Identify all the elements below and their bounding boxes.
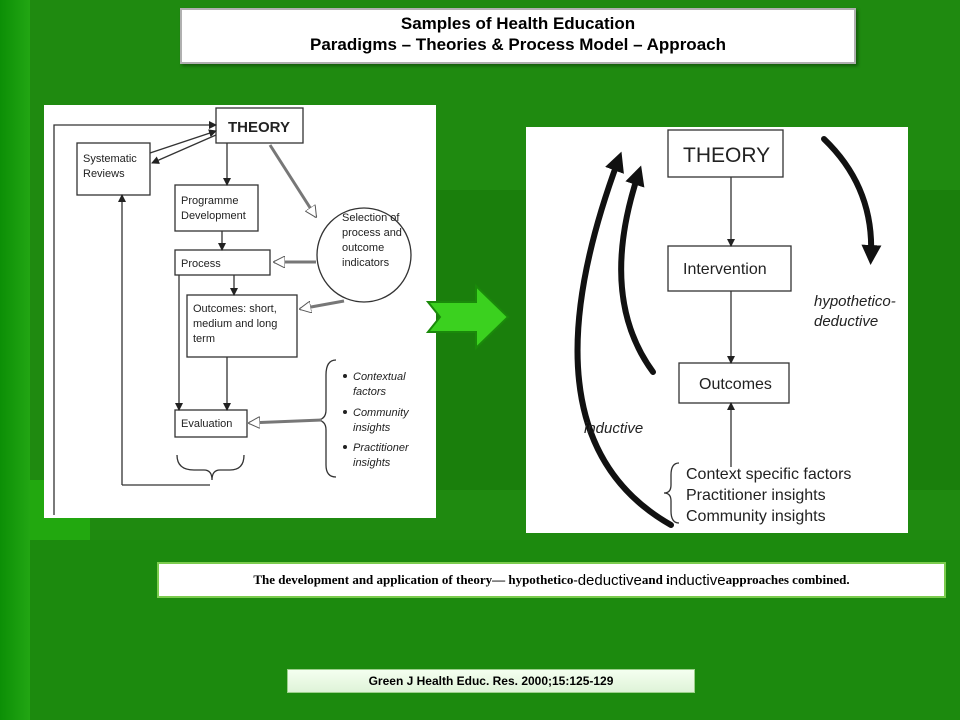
bullet-icon	[343, 374, 347, 378]
influence-label: insights	[353, 457, 391, 469]
selection-label: Selection of	[342, 212, 400, 224]
right-arrow-icon	[425, 283, 510, 351]
selection-label: outcome	[342, 242, 384, 254]
hypothetico-deductive-diagram: THEORY Intervention Outcomes hypothetico…	[526, 127, 908, 533]
slide-title: Samples of Health Education Paradigms – …	[180, 8, 856, 64]
programme-development-box	[174, 184, 259, 232]
outcomes-label: Outcomes: short,	[193, 303, 277, 315]
hypothetico-deductive-svg: THEORY Intervention Outcomes hypothetico…	[574, 129, 900, 528]
influence-label: Contextual	[353, 371, 406, 383]
title-line: Samples of Health Education	[400, 14, 636, 33]
theory-label: THEORY	[683, 144, 770, 167]
outcomes-label: term	[193, 333, 215, 345]
process-model-diagram: THEORY Systematic Reviews Programme Deve…	[44, 105, 436, 518]
outcomes-label: medium and long	[193, 318, 277, 330]
influence-label: Practitioner	[353, 442, 410, 454]
hypothetico-label: deductive	[814, 313, 878, 330]
svg-text:Systematic Reviews: Systematic Reviews	[83, 153, 140, 180]
process-label: Process	[181, 258, 221, 270]
svg-text:Selection of process and: Selection of process and outcome indicat…	[342, 212, 405, 269]
theory-label: THEORY	[228, 119, 290, 136]
outcomes-label: Outcomes	[699, 376, 772, 393]
diagram-caption: The development and application of theor…	[157, 562, 946, 598]
programme-development-label: Development	[181, 210, 246, 222]
bullet-icon	[343, 445, 347, 449]
systematic-reviews-label: Reviews	[83, 168, 125, 180]
influence-label: factors	[353, 386, 387, 398]
selection-label: process and	[342, 227, 402, 239]
caption-text: and i	[641, 572, 670, 587]
factor-label: Context specific factors	[686, 466, 851, 483]
factor-label: Community insights	[686, 508, 826, 525]
selection-circle	[316, 207, 412, 303]
caption-text: deductive	[577, 571, 642, 589]
feedback-loop	[53, 121, 217, 515]
outcomes-box	[186, 294, 298, 358]
influence-label: Community	[353, 407, 410, 419]
evaluation-label: Evaluation	[181, 418, 232, 430]
svg-text:Context specific factors: Context specific factors Practitioner in…	[686, 466, 856, 525]
theory-box	[667, 129, 784, 178]
background-strip	[0, 0, 30, 720]
reference-citation: Green J Health Educ. Res. 2000;15:125-12…	[287, 669, 695, 693]
factor-label: Practitioner insights	[686, 487, 826, 504]
process-model-svg: THEORY Systematic Reviews Programme Deve…	[53, 107, 412, 515]
influence-label: insights	[353, 422, 391, 434]
systematic-reviews-label: Systematic	[83, 153, 137, 165]
hypothetico-label: hypothetico-	[814, 293, 896, 310]
svg-text:Community insights: Community insights	[353, 407, 412, 434]
svg-text:Programme Development: Programme Development	[181, 195, 246, 222]
caption-text: nductive	[669, 571, 726, 589]
bullet-icon	[343, 410, 347, 414]
svg-text:Practitioner insights: Practitioner insights	[353, 442, 412, 469]
title-line: Paradigms – Theories & Process Model – A…	[309, 35, 726, 54]
systematic-reviews-box	[76, 142, 151, 196]
svg-text:Outcomes: short, medium: Outcomes: short, medium and long term	[193, 303, 280, 345]
caption-text: approaches combined.	[725, 572, 850, 587]
inductive-label: inductive	[584, 420, 643, 437]
selection-label: indicators	[342, 257, 390, 269]
svg-text:hypothetico- deductive: hypothetico- deductive	[814, 293, 900, 330]
caption-text: The development and application of theor…	[253, 572, 578, 587]
evaluation-box	[174, 409, 248, 438]
intervention-label: Intervention	[683, 261, 767, 278]
programme-development-label: Programme	[181, 195, 238, 207]
svg-text:Contextual factors: Contextual factors	[353, 371, 409, 398]
